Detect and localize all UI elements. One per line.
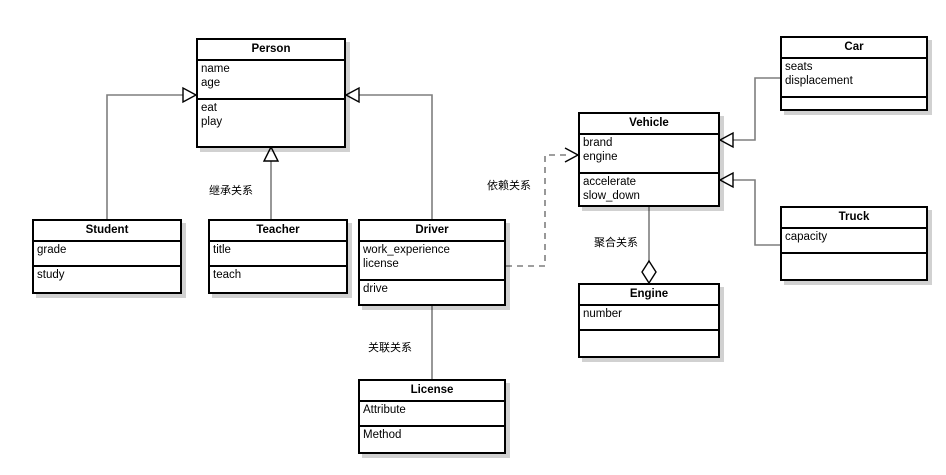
class-attributes-license: Attribute: [360, 402, 504, 427]
class-title-truck: Truck: [782, 208, 926, 229]
attribute-item: engine: [583, 151, 618, 163]
class-operations-license: Method: [360, 427, 504, 444]
class-box-student[interactable]: Student grade study: [32, 219, 182, 294]
attribute-item: title: [213, 244, 231, 256]
attribute-item: seats: [785, 61, 813, 73]
edge-label-association: 关联关系: [368, 341, 412, 354]
attribute-item: license: [363, 258, 399, 270]
class-title-teacher: Teacher: [210, 221, 346, 242]
edge-label-inheritance: 继承关系: [209, 184, 253, 197]
attribute-item: age: [201, 77, 221, 89]
class-title-vehicle: Vehicle: [580, 114, 718, 135]
edge-driver-vehicle: [506, 154, 566, 267]
arrowhead-generalization-driver: [344, 86, 360, 104]
edge-student-person: [106, 94, 184, 219]
class-operations-vehicle: accelerate slow_down: [580, 174, 718, 205]
arrowhead-generalization-student: [182, 86, 198, 104]
operation-item: teach: [213, 269, 242, 281]
operation-item: accelerate: [583, 176, 637, 188]
class-operations-teacher: teach: [210, 267, 346, 284]
class-title-car: Car: [782, 38, 926, 59]
arrowhead-generalization-car: [718, 131, 734, 149]
class-attributes-person: name age: [198, 61, 344, 100]
class-box-vehicle[interactable]: Vehicle brand engine accelerate slow_dow…: [578, 112, 720, 207]
attribute-item: capacity: [785, 231, 828, 243]
class-title-person: Person: [198, 40, 344, 61]
arrowhead-aggregation-engine: [641, 259, 657, 285]
class-box-car[interactable]: Car seats displacement: [780, 36, 928, 111]
class-title-student: Student: [34, 221, 180, 242]
class-title-driver: Driver: [360, 221, 504, 242]
class-attributes-truck: capacity: [782, 229, 926, 254]
class-title-engine: Engine: [580, 285, 718, 306]
class-operations-engine: [580, 331, 718, 334]
arrowhead-generalization-truck: [718, 171, 734, 189]
operation-item: Method: [363, 429, 402, 441]
operation-item: play: [201, 116, 223, 128]
edge-driver-person: [358, 94, 433, 219]
arrowhead-dependency-vehicle: [564, 147, 580, 163]
attribute-item: Attribute: [363, 404, 406, 416]
attribute-item: work_experience: [363, 244, 450, 256]
attribute-item: number: [583, 308, 622, 320]
attribute-item: brand: [583, 137, 613, 149]
class-attributes-engine: number: [580, 306, 718, 331]
attribute-item: displacement: [785, 75, 853, 87]
class-box-truck[interactable]: Truck capacity: [780, 206, 928, 281]
class-operations-truck: [782, 254, 926, 257]
operation-item: study: [37, 269, 65, 281]
class-operations-car: [782, 98, 926, 101]
class-operations-student: study: [34, 267, 180, 284]
class-box-license[interactable]: License Attribute Method: [358, 379, 506, 454]
class-attributes-driver: work_experience license: [360, 242, 504, 281]
operation-item: eat: [201, 102, 217, 114]
operation-item: slow_down: [583, 190, 640, 202]
class-attributes-vehicle: brand engine: [580, 135, 718, 174]
class-box-teacher[interactable]: Teacher title teach: [208, 219, 348, 294]
arrowhead-generalization-teacher: [262, 145, 280, 162]
class-box-engine[interactable]: Engine number: [578, 283, 720, 358]
class-operations-person: eat play: [198, 100, 344, 131]
class-title-license: License: [360, 381, 504, 402]
attribute-item: grade: [37, 244, 67, 256]
edge-label-dependency: 依赖关系: [487, 179, 531, 192]
class-attributes-teacher: title: [210, 242, 346, 267]
class-operations-driver: drive: [360, 281, 504, 298]
class-box-person[interactable]: Person name age eat play: [196, 38, 346, 148]
class-box-driver[interactable]: Driver work_experience license drive: [358, 219, 506, 306]
edge-label-aggregation: 聚合关系: [594, 236, 638, 249]
class-attributes-student: grade: [34, 242, 180, 267]
edge-truck-vehicle: [732, 179, 780, 246]
attribute-item: name: [201, 63, 230, 75]
edge-car-vehicle: [732, 77, 780, 141]
operation-item: drive: [363, 283, 388, 295]
class-attributes-car: seats displacement: [782, 59, 926, 98]
